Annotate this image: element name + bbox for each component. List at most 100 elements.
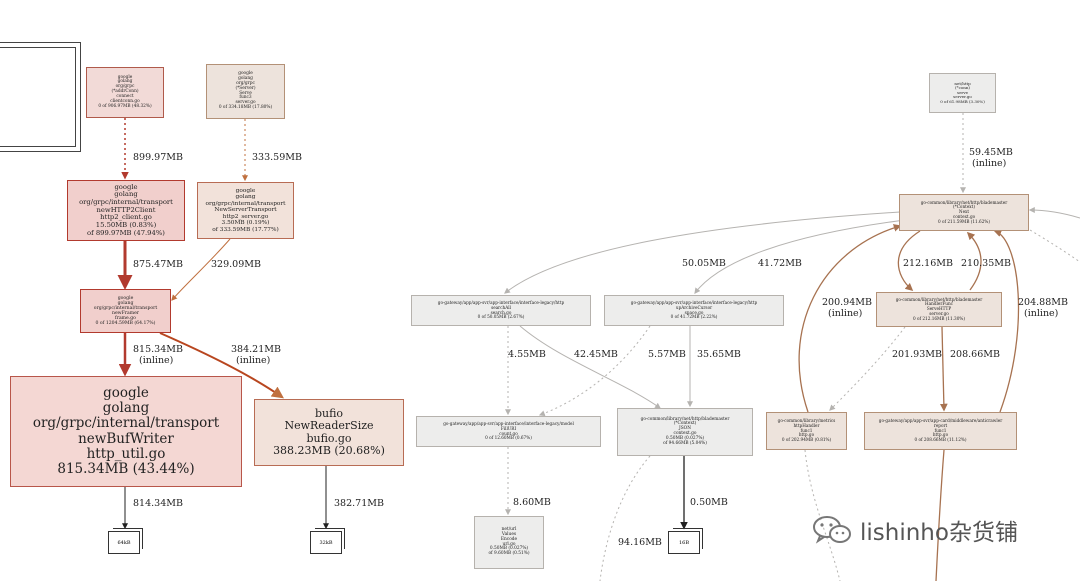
node-line: Next	[958, 209, 970, 215]
node-line: go-common/library/metrics	[777, 418, 836, 424]
edge-label-384mb: 384.21MB	[231, 344, 281, 355]
node-line: google	[103, 385, 149, 402]
node-line: upArchiveCursor	[675, 304, 713, 310]
node-line: (*Context)	[953, 204, 975, 210]
node-line: 0.50MB (0.027%)	[665, 435, 705, 441]
node-line: httpHandler	[793, 422, 820, 428]
node-line: http_util.go	[86, 445, 166, 462]
node-line: JSON	[679, 426, 691, 432]
node-line: server.go	[929, 310, 949, 316]
node-line: go-gateway/app/app-svr/app-interface/int…	[443, 421, 574, 427]
node-line: 0 of 41.72MB (2.22%)	[670, 314, 718, 320]
edge-label-200mb-inline: (inline)	[828, 308, 863, 319]
node-line: org/grpc/internal/transport	[32, 415, 220, 432]
wechat-icon	[813, 516, 851, 544]
edge-label-50mb: 50.05MB	[682, 258, 726, 269]
node-line: net/url	[501, 527, 517, 533]
edge-label-200mb: 200.94MB	[822, 297, 872, 308]
node-line: org/grpc/internal/transport	[205, 200, 286, 207]
node-line: 815.34MB (43.44%)	[57, 460, 195, 477]
edge-right-offscreen-to-next	[1028, 207, 1080, 219]
node-line: 0.50MB (0.027%)	[489, 546, 529, 552]
edge-next-to-searchall	[504, 211, 901, 294]
edge-label-4-55mb: 4.55MB	[508, 349, 546, 360]
node-line: 15.50MB (0.83%)	[95, 220, 157, 229]
edge-handlerfunc-to-httphandler	[829, 326, 906, 411]
node-line: go-common/library/net/http/blademaster	[920, 199, 1008, 205]
edge-right-offscreen-dotted	[1029, 229, 1080, 263]
edge-label-814mb: 814.34MB	[133, 498, 183, 509]
node-line: searchAll	[491, 304, 511, 310]
node-model-filluri[interactable]: go-gateway/app/app-svr/app-interface/int…	[416, 416, 601, 447]
node-line: golang	[117, 300, 134, 306]
edge-label-8-60mb: 8.60MB	[513, 497, 551, 508]
node-line: serve	[957, 89, 968, 95]
node-line: 0 of 334.18MB (17.80%)	[218, 104, 273, 110]
node-line: go-gateway/app/app-svr/app-interface/int…	[437, 300, 565, 306]
node-line: google	[238, 71, 253, 77]
node-line: 0 of 211.59MB (11.62%)	[938, 218, 990, 224]
node-line: google	[117, 74, 133, 80]
edge-searchall-to-json	[519, 325, 661, 409]
edge-label-59mb: 59.45MB	[969, 147, 1013, 158]
node-line: func1	[934, 427, 947, 433]
node-line: Serve	[239, 90, 252, 96]
edge-handlerfunc-to-report	[939, 326, 948, 412]
edge-label-42mb: 42.45MB	[574, 349, 618, 360]
node-line: (*conn)	[955, 85, 970, 91]
node-line: of 333.59MB (17.77%)	[212, 226, 279, 233]
node-blademaster-next[interactable]: go-common/library/net/http/blademaster(*…	[899, 194, 1029, 231]
node-line: Encode	[500, 536, 518, 542]
edge-label-815mb-inline: (inline)	[139, 355, 174, 366]
node-line: http.go	[932, 432, 949, 438]
node-line: url.go	[502, 541, 516, 547]
node-line: org/grpc	[115, 84, 135, 90]
edge-next-to-handlerfunc	[897, 230, 921, 292]
node-line: 0 of 906.97MB (48.32%)	[98, 103, 152, 109]
node-line: org/grpc/internal/transport	[79, 198, 173, 207]
node-line: report	[933, 422, 948, 428]
edge-label-59mb-inline: (inline)	[972, 158, 1007, 169]
node-line: context.go	[952, 213, 976, 219]
edge-label-208mb: 208.66MB	[950, 349, 1000, 360]
edge-label-875mb: 875.47MB	[133, 259, 183, 270]
node-line: golang	[117, 79, 133, 85]
node-line: (*Server)	[235, 85, 256, 91]
node-line: NewServerTransport	[214, 207, 277, 214]
node-line: google	[117, 295, 134, 301]
edge-next-to-uparchivecursor	[694, 219, 906, 294]
edge-report-downward	[935, 449, 945, 581]
leaf-32kb[interactable]: 32kB	[310, 528, 345, 554]
node-anticrawler-report[interactable]: go-gateway/app/app-svr/app-card/middlewa…	[864, 412, 1017, 450]
node-line: func1	[800, 427, 813, 433]
node-line: newFramer	[111, 311, 139, 316]
leaf-16b[interactable]: 16B	[668, 528, 703, 554]
leaf-64kb[interactable]: 64kB	[108, 528, 143, 554]
node-line: of 899.97MB (47.94%)	[87, 228, 165, 237]
edge-json-downward	[599, 455, 651, 581]
node-context-json[interactable]: go-common/library/net/http/blademaster(*…	[617, 408, 753, 456]
node-line: frame.go	[115, 316, 136, 322]
node-line: http.go	[798, 432, 815, 438]
node-line: google	[114, 182, 138, 191]
node-line: of 94.66MB (5.04%)	[663, 440, 707, 446]
node-line: go-common/library/net/http/blademaster	[895, 296, 983, 302]
node-line: context.go	[673, 431, 697, 436]
node-searchall[interactable]: go-gateway/app/app-svr/app-interface/int…	[411, 295, 591, 326]
node-uparchivecursor[interactable]: go-gateway/app/app-svr/app-interface/int…	[604, 295, 784, 326]
edge-report-to-next	[993, 229, 1020, 413]
node-line: golang	[235, 194, 256, 201]
